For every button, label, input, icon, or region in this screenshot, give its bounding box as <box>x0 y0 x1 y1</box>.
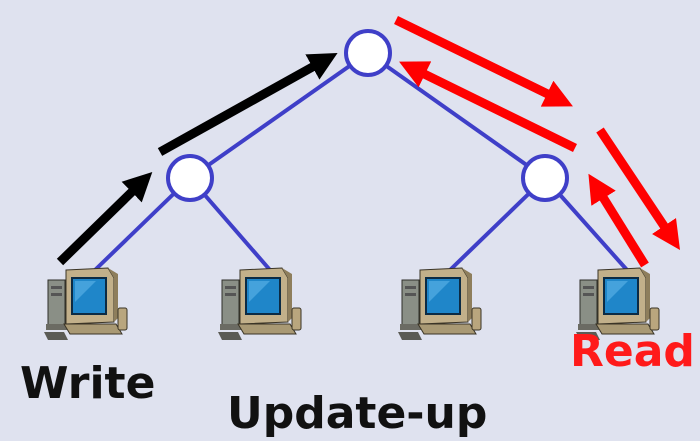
left-node <box>166 154 214 202</box>
tree-nodes <box>166 29 569 202</box>
read-arrow-right-root <box>399 61 577 153</box>
write-arrows <box>56 52 338 266</box>
right-node <box>521 154 569 202</box>
read-arrow-right-leaf <box>596 127 680 250</box>
write-label: Write <box>20 358 156 409</box>
root-node <box>344 29 392 77</box>
update-up-label: Update-up <box>227 388 488 439</box>
read-arrow-leaf-right <box>588 173 649 268</box>
desktop-computer-icon <box>217 267 302 341</box>
edge-root-left <box>188 51 370 180</box>
write-arrow-2 <box>157 52 338 156</box>
write-arrow-1 <box>56 171 153 266</box>
desktop-computer-icon <box>397 267 482 341</box>
read-arrows <box>394 15 680 268</box>
desktop-computer-icon <box>43 267 128 341</box>
read-label: Read <box>570 326 695 377</box>
edge-root-right <box>366 51 547 180</box>
read-arrow-root-right <box>394 15 573 107</box>
